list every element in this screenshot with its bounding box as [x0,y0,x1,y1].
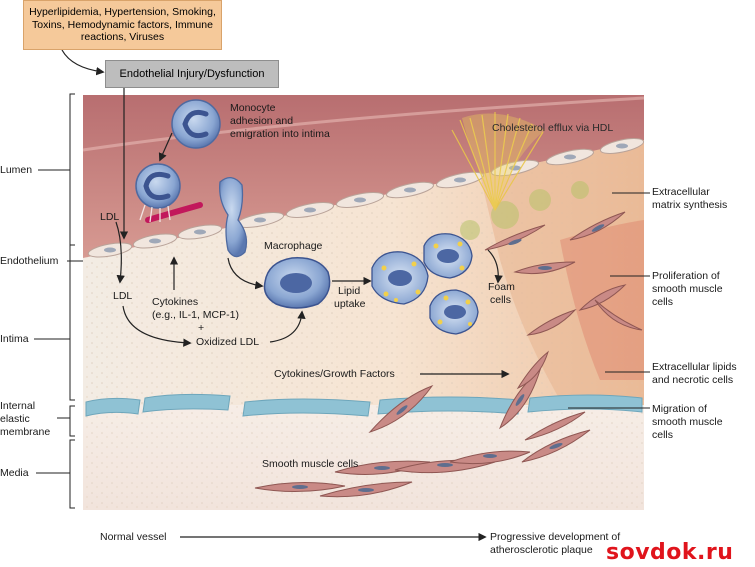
label-foam-2: cells [490,294,512,306]
label-migration-2: smooth muscle [652,416,723,428]
label-iem-line1: Internal [0,400,36,412]
label-cytokines: Cytokines [152,296,199,308]
label-lipid-2: uptake [334,298,366,310]
risk-factors-text: Hyperlipidemia, Hypertension, Smoking, T… [29,6,216,44]
label-migration-3: cells [652,429,674,441]
label-progressive-1: Progressive development of [490,531,621,543]
label-oxidized-ldl: Oxidized LDL [196,336,260,348]
label-monocyte-2: adhesion and [230,115,294,127]
label-lumen: Lumen [0,164,33,176]
label-ecm-1: Extracellular [652,186,710,198]
label-ldl-lower: LDL [113,290,133,302]
label-lipids-1: Extracellular lipids [652,361,737,373]
label-growth-factors: Cytokines/Growth Factors [274,368,395,380]
label-lipid-1: Lipid [338,285,361,297]
label-plus: + [198,322,205,334]
label-prolif-2: smooth muscle [652,283,723,295]
label-intima: Intima [0,333,29,345]
endothelial-injury-box: Endothelial Injury/Dysfunction [105,60,279,88]
label-ecm-2: matrix synthesis [652,199,728,211]
label-macrophage: Macrophage [264,240,323,252]
label-migration-1: Migration of [652,403,707,415]
label-cholesterol-efflux: Cholesterol efflux via HDL [492,122,614,134]
endothelial-injury-text: Endothelial Injury/Dysfunction [119,68,265,80]
risk-factors-box: Hyperlipidemia, Hypertension, Smoking, T… [23,0,222,50]
label-lipids-2: and necrotic cells [652,374,734,386]
label-endothelium: Endothelium [0,255,59,267]
watermark: sovdok.ru [606,540,734,565]
label-monocyte-3: emigration into intima [230,128,330,140]
label-ldl-upper: LDL [100,211,120,223]
label-monocyte-1: Monocyte [230,102,276,114]
label-iem-line2: elastic [0,413,30,425]
label-smooth-muscle-cells: Smooth muscle cells [262,458,359,470]
label-normal-vessel: Normal vessel [100,531,167,543]
label-cytokines-examples: (e.g., IL-1, MCP-1) [152,309,239,321]
label-progressive-2: atherosclerotic plaque [490,544,593,556]
label-prolif-3: cells [652,296,674,308]
label-iem-line3: membrane [0,426,51,438]
label-media: Media [0,467,29,479]
label-prolif-1: Proliferation of [652,270,720,282]
label-foam-1: Foam [488,281,515,293]
